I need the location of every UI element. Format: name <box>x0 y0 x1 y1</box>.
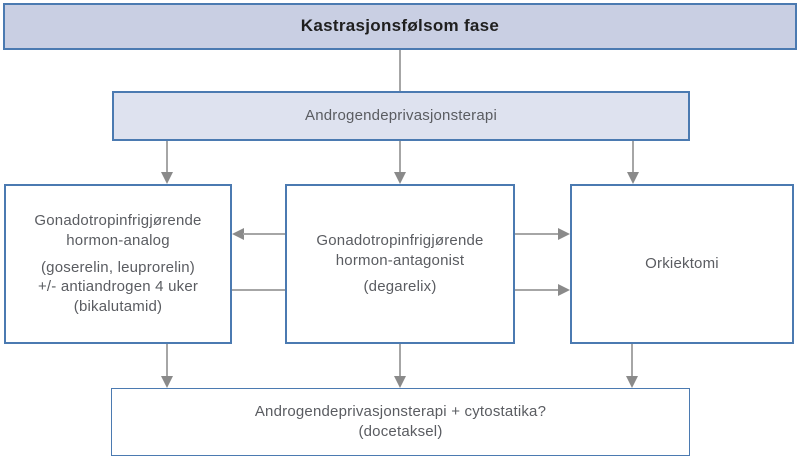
analog-title-line2: hormon-analog <box>66 231 170 249</box>
analog-detail-line1: (goserelin, leuprorelin) <box>40 258 196 276</box>
arrowhead-down-icon <box>161 376 173 388</box>
arrowhead-down-icon <box>394 172 406 184</box>
antagonist-title-line2: hormon-antagonist <box>335 251 465 269</box>
antagonist-title-line1: Gonadotropinfrigjørende <box>316 231 484 249</box>
header-box-kastrasjonsfolsom-fase: Kastrasjonsfølsom fase <box>3 3 797 50</box>
arrowhead-down-icon <box>394 376 406 388</box>
analog-title-line1: Gonadotropinfrigjørende <box>34 212 202 229</box>
orchiectomy-label: Orkiektomi <box>645 255 719 273</box>
arrowhead-down-icon <box>161 172 173 184</box>
treatment-box-gnrh-analog: Gonadotropinfrigjørende hormon-analog (g… <box>4 184 232 344</box>
connector-analog-to-antagonist <box>232 289 285 291</box>
arrowhead-right-icon <box>558 228 570 240</box>
treatment-box-orchiectomy: Orkiektomi <box>570 184 794 344</box>
bottom-box-adt-cytostatics: Androgendeprivasjonsterapi + cytostatika… <box>111 388 690 456</box>
connector-adt-to-orchiectomy <box>632 141 634 173</box>
connector-analog-to-bottom <box>166 344 168 377</box>
connector-adt-to-analog <box>166 141 168 173</box>
connector-adt-to-antagonist <box>399 141 401 173</box>
connector-antagonist-to-orchiectomy-lower <box>515 289 559 291</box>
arrowhead-down-icon <box>627 172 639 184</box>
connector-antagonist-to-analog <box>243 233 285 235</box>
arrowhead-right-icon <box>558 284 570 296</box>
analog-detail-line2: +/- antiandrogen 4 uker <box>37 278 199 296</box>
connector-antagonist-to-orchiectomy-upper <box>515 233 559 235</box>
arrowhead-left-icon <box>232 228 244 240</box>
connector-orchiectomy-to-bottom <box>631 344 633 377</box>
connector-antagonist-to-bottom <box>399 344 401 377</box>
arrowhead-down-icon <box>626 376 638 388</box>
adt-label: Androgendeprivasjonsterapi <box>305 107 497 125</box>
analog-detail-line3: (bikalutamid) <box>73 298 163 316</box>
bottom-line2: (docetaksel) <box>358 423 443 440</box>
bottom-line1: Androgendeprivasjonsterapi + cytostatika… <box>254 403 547 421</box>
antagonist-detail-line1: (degarelix) <box>363 278 437 296</box>
connector-header-to-adt <box>399 50 401 91</box>
header-label: Kastrasjonsfølsom fase <box>300 16 500 36</box>
treatment-box-gnrh-antagonist: Gonadotropinfrigjørende hormon-antagonis… <box>285 184 515 344</box>
adt-box: Androgendeprivasjonsterapi <box>112 91 690 141</box>
